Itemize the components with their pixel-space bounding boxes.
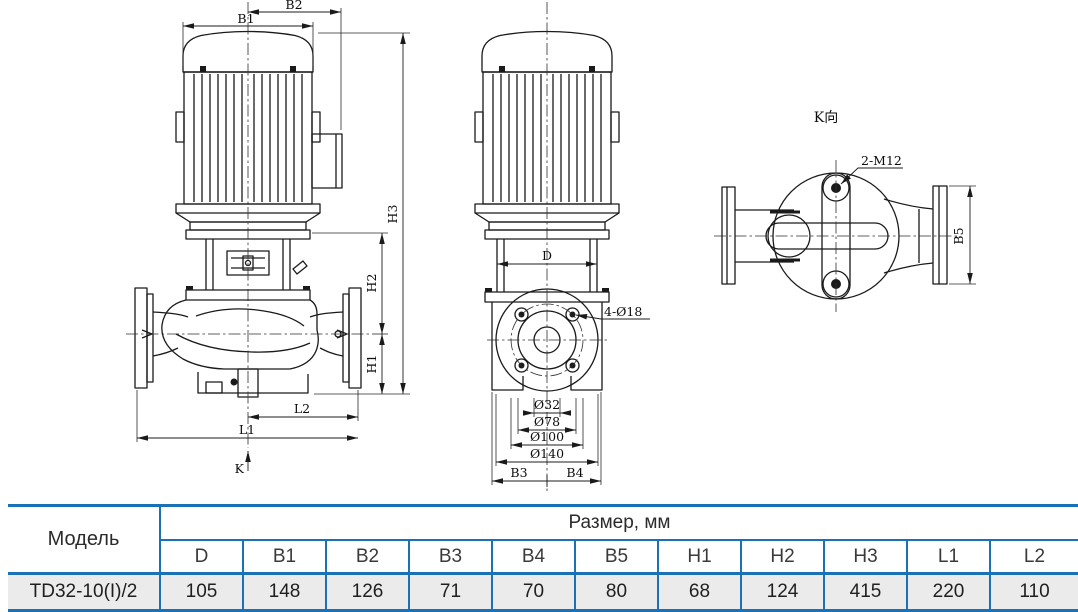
col-header-b1: B1 <box>242 539 327 575</box>
value-b5: 80 <box>574 572 659 612</box>
col-header-b2: B2 <box>325 539 410 575</box>
side-view: D 4-Ø18 Ø32 Ø78 Ø100 Ø140 B3 B4 <box>474 2 650 492</box>
col-header-l1: L1 <box>906 539 991 575</box>
model-cell: TD32-10(I)/2 <box>8 572 161 612</box>
k-view: K向 2-M12 B5 <box>714 110 976 312</box>
table-header-model: Модель <box>8 504 161 575</box>
dim-label-b5: B5 <box>951 227 966 244</box>
dim-label-b2: B2 <box>285 0 302 12</box>
dim-label-d140: Ø140 <box>530 446 564 461</box>
value-h1: 68 <box>657 572 742 612</box>
dim-label-d32: Ø32 <box>534 397 560 412</box>
dim-label-b3: B3 <box>510 465 527 480</box>
bolt-holes-label: 4-Ø18 <box>604 304 642 319</box>
value-b4: 70 <box>491 572 576 612</box>
value-b1: 148 <box>242 572 327 612</box>
col-header-h3: H3 <box>823 539 908 575</box>
value-b2: 126 <box>325 572 410 612</box>
k-view-title: K向 <box>814 110 838 126</box>
dim-label-d: D <box>542 248 552 263</box>
col-header-h1: H1 <box>657 539 742 575</box>
dim-label-l1: L1 <box>239 422 255 437</box>
col-header-b3: B3 <box>408 539 493 575</box>
technical-drawing: B2 B1 H3 H2 H1 L2 L1 K <box>126 0 976 492</box>
col-header-h2: H2 <box>740 539 825 575</box>
terminal-box <box>311 133 343 189</box>
col-header-l2: L2 <box>989 539 1078 575</box>
value-h2: 124 <box>740 572 825 612</box>
value-l1: 220 <box>906 572 991 612</box>
value-l2: 110 <box>989 572 1078 612</box>
value-d: 105 <box>159 572 244 612</box>
col-header-b5: B5 <box>574 539 659 575</box>
motor-front <box>175 30 343 231</box>
table-row: TD32-10(I)/2 105 148 126 71 70 80 68 124… <box>8 572 1078 612</box>
value-h3: 415 <box>823 572 908 612</box>
col-header-b4: B4 <box>491 539 576 575</box>
value-b3: 71 <box>408 572 493 612</box>
dim-label-d100: Ø100 <box>530 429 564 444</box>
side-dimensions: D 4-Ø18 Ø32 Ø78 Ø100 Ø140 B3 B4 <box>491 248 650 487</box>
k-direction-label: K <box>235 461 245 476</box>
col-header-d: D <box>160 539 244 575</box>
k-view-dimensions: 2-M12 B5 <box>840 153 976 285</box>
dim-label-h2: H2 <box>364 274 379 293</box>
dim-label-l2: L2 <box>294 401 310 416</box>
table-header-size: Размер, мм <box>159 504 1078 541</box>
front-view: B2 B1 H3 H2 H1 L2 L1 K <box>126 0 410 476</box>
dim-label-d78: Ø78 <box>534 414 560 429</box>
dim-label-b1: B1 <box>237 11 254 26</box>
dim-label-h1: H1 <box>364 355 379 374</box>
dim-label-h3: H3 <box>385 205 400 224</box>
tap-holes-label: 2-M12 <box>861 153 902 168</box>
pump-front <box>134 287 362 398</box>
dimensions-table: Модель Размер, мм D B1 B2 B3 B4 B5 H1 H2… <box>8 504 1078 612</box>
front-dimensions: B2 B1 H3 H2 H1 L2 L1 K <box>136 0 410 476</box>
dim-label-b4: B4 <box>566 465 583 480</box>
